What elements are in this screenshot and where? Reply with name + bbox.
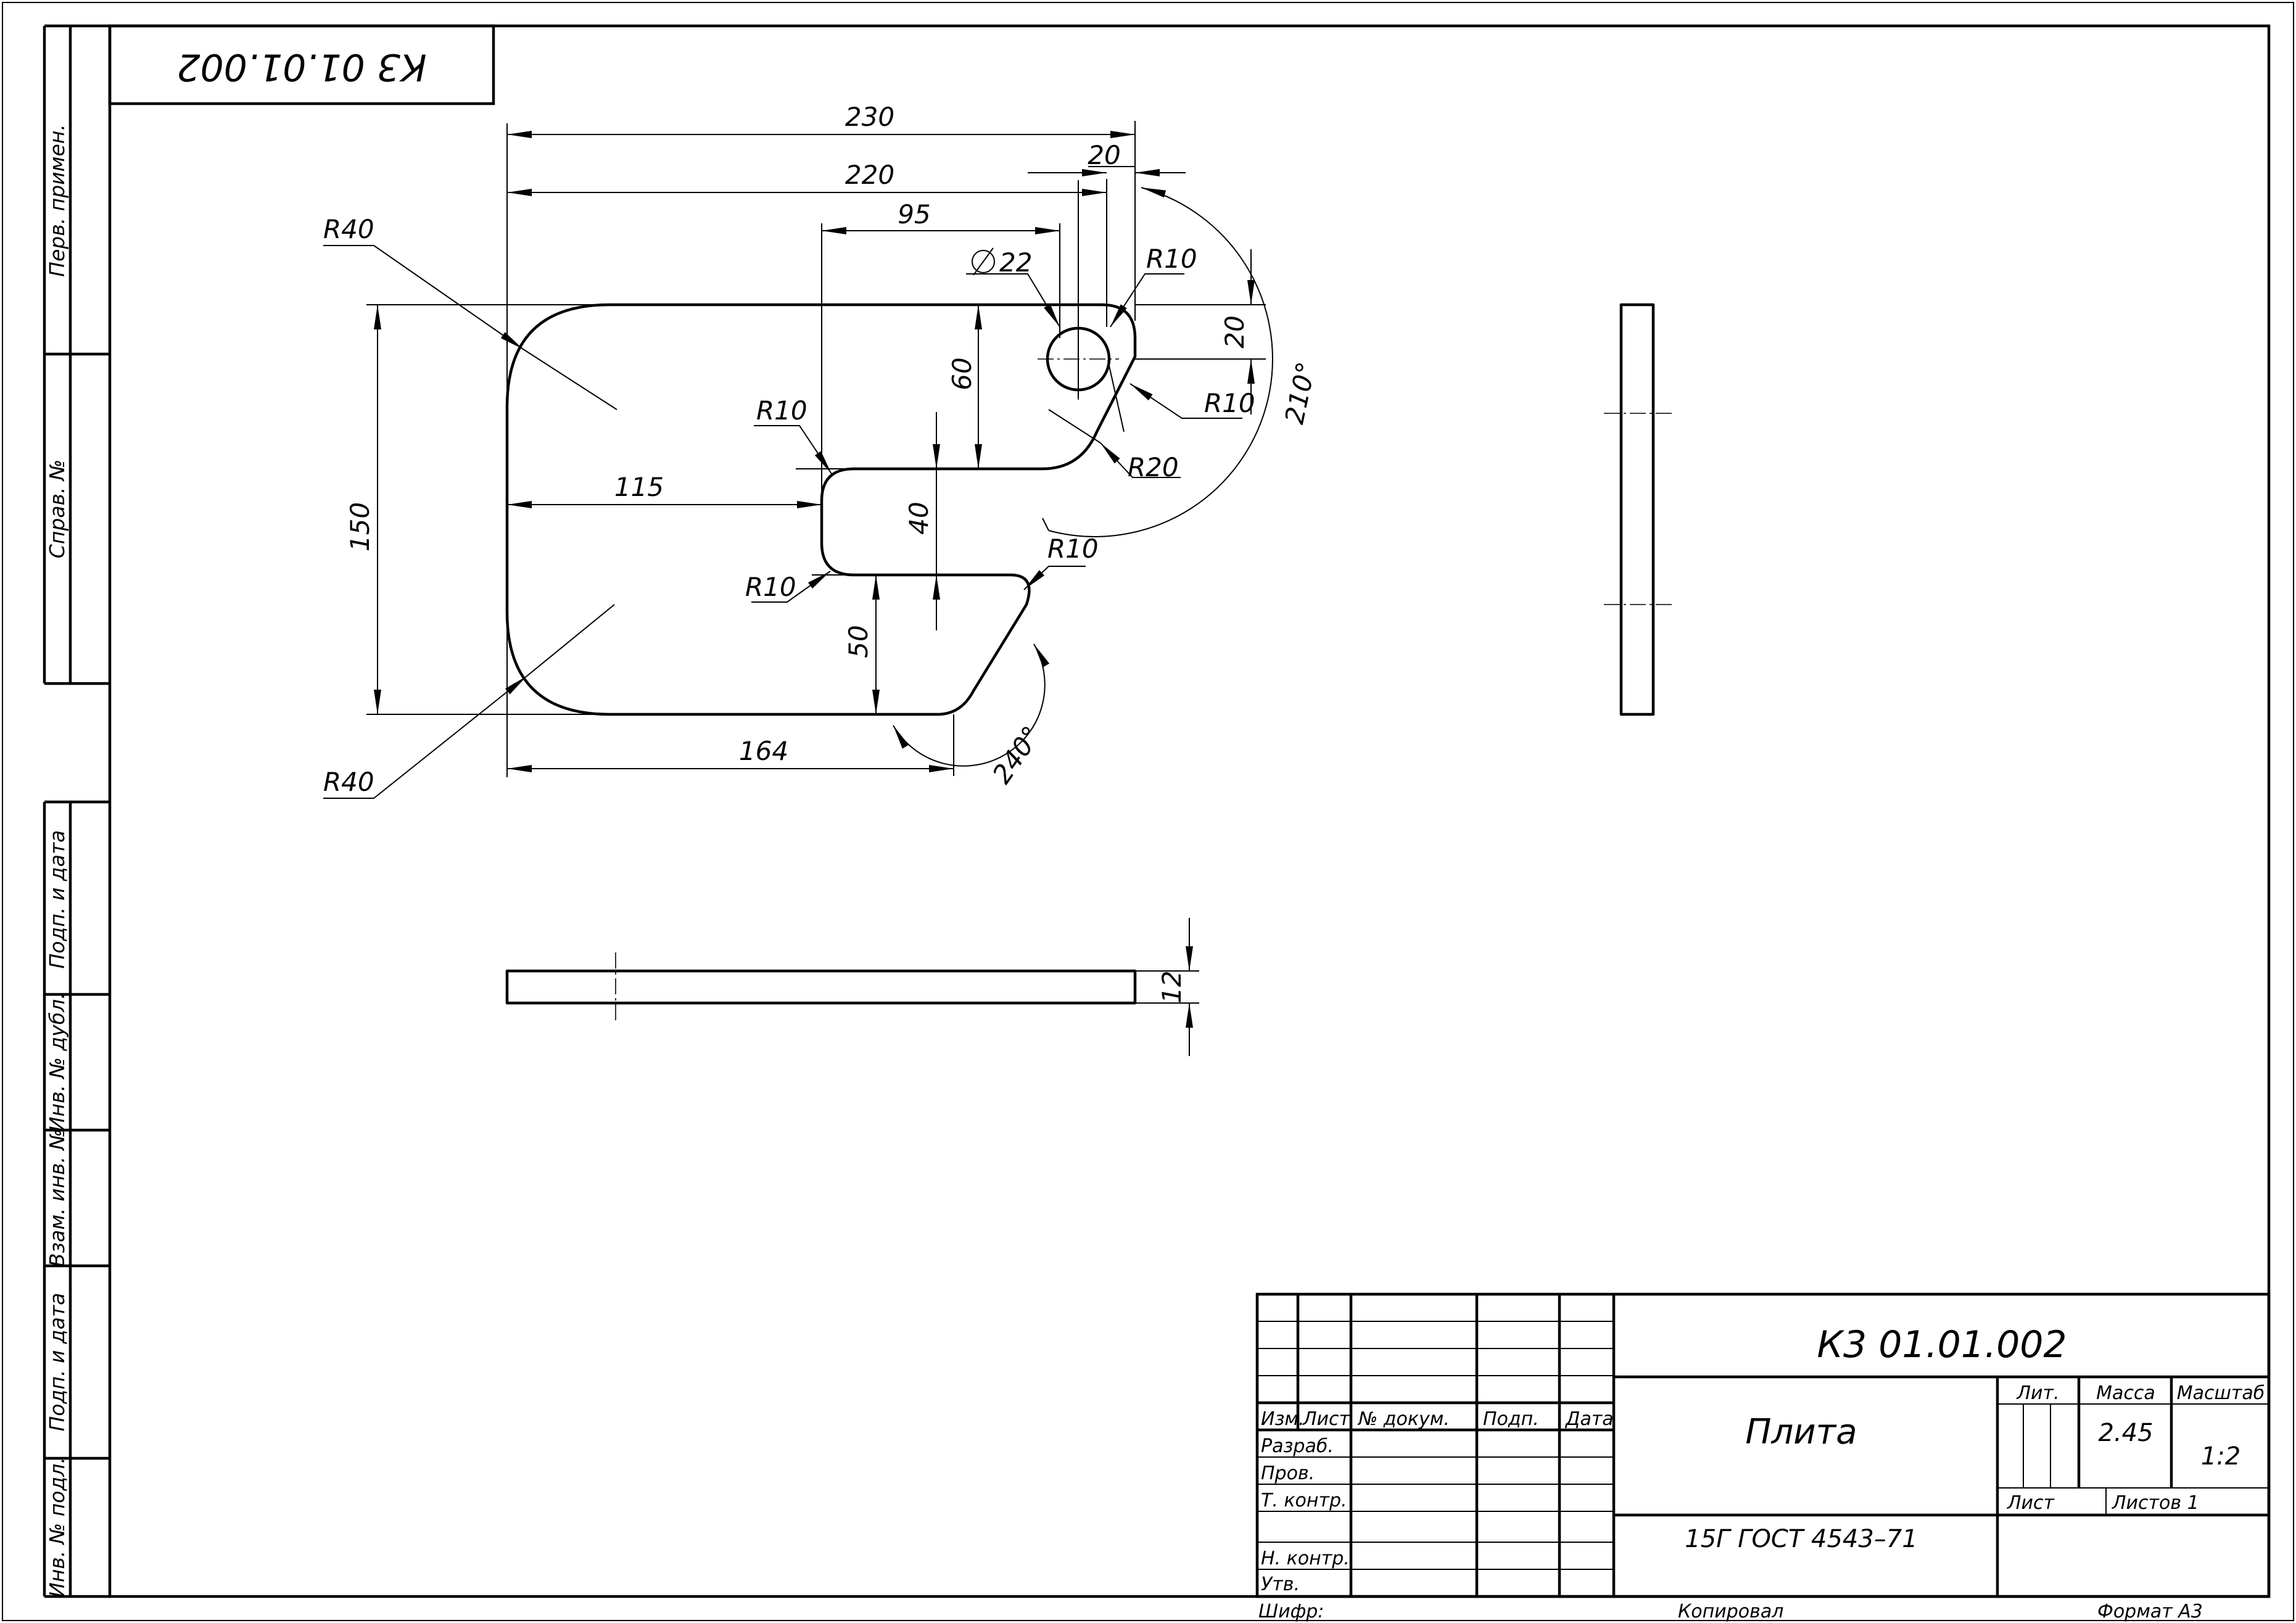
tb-col-list: Лист — [1302, 1408, 1351, 1430]
side-view-plate — [1619, 303, 1655, 716]
dim-40: 40 — [904, 502, 934, 534]
tb-row-tkontr: Т. контр. — [1261, 1490, 1347, 1511]
dim-60: 60 — [947, 357, 977, 390]
bottom-format: Формат А3 — [2097, 1601, 2203, 1622]
title-block — [1255, 1292, 2271, 1598]
tb-col-data: Дата — [1564, 1408, 1614, 1430]
tb-mashtab-label: Масштаб — [2177, 1382, 2265, 1404]
tb-mashtab-value: 1:2 — [2201, 1442, 2240, 1471]
left-margin-strip — [43, 24, 110, 1598]
side-label-inv-dubl: Инв. № дубл. — [45, 993, 69, 1132]
dim-12: 12 — [1157, 970, 1187, 1003]
side-label-vzam-inv: Взам. инв. № — [45, 1129, 69, 1267]
dim-r10-right: R10 — [1204, 388, 1255, 418]
side-label-perv-primen: Перв. примен. — [45, 124, 69, 277]
tb-listov-label: Листов 1 — [2112, 1492, 2199, 1514]
dim-230: 230 — [845, 102, 894, 132]
tb-massa-label: Масса — [2096, 1382, 2155, 1404]
dim-115: 115 — [614, 472, 664, 502]
dim-20-right: 20 — [1220, 315, 1250, 348]
dim-50: 50 — [843, 625, 873, 658]
tb-col-izm: Изм. — [1261, 1408, 1305, 1430]
tb-drawing-code: К3 01.01.002 — [1817, 1323, 2067, 1366]
dimension-lines — [323, 121, 1273, 799]
dim-r10-hole-corner: R10 — [1146, 244, 1197, 274]
bottom-view-plate — [505, 969, 1137, 1005]
top-stamp-code: К3 01.01.002 — [176, 45, 426, 88]
tb-list-label: Лист — [2007, 1492, 2055, 1514]
tb-row-nkontr: Н. контр. — [1261, 1548, 1350, 1569]
tb-col-podp: Подп. — [1483, 1408, 1539, 1430]
dim-220: 220 — [845, 160, 894, 190]
dim-r10-slot-top: R10 — [756, 395, 807, 426]
dim-r10-slot-bottom: R10 — [745, 572, 796, 602]
dim-20-top: 20 — [1088, 140, 1120, 170]
tb-row-razrab: Разраб. — [1261, 1435, 1334, 1457]
top-stamp-box — [108, 24, 495, 105]
tb-lit-label: Лит. — [2016, 1382, 2059, 1404]
side-label-inv-podl: Инв. № подл. — [45, 1457, 69, 1598]
dim-r40-bottom: R40 — [323, 767, 374, 797]
dim-dia-22-value: 22 — [999, 247, 1032, 278]
dim-diameter-22: 22 — [972, 247, 1032, 278]
drawing-frame — [108, 24, 2271, 1598]
tb-row-utv: Утв. — [1261, 1574, 1300, 1595]
dim-r20: R20 — [1128, 452, 1179, 482]
dim-150: 150 — [345, 502, 375, 551]
bottom-shifr: Шифр: — [1258, 1601, 1324, 1622]
side-label-sprav-no: Справ. № — [45, 460, 69, 559]
dim-angle-240: 240° — [986, 721, 1047, 789]
side-label-podp-data-bottom: Подп. и дата — [45, 1293, 69, 1432]
dim-95: 95 — [898, 199, 930, 229]
bottom-kopiroval: Копировал — [1678, 1601, 1783, 1622]
side-label-podp-data-top: Подп. и дата — [45, 830, 69, 969]
dim-r40-top: R40 — [323, 214, 374, 244]
tb-part-name: Плита — [1745, 1412, 1857, 1452]
dim-angle-210: 210° — [1279, 359, 1321, 426]
tb-material: 15Г ГОСТ 4543–71 — [1685, 1525, 1917, 1553]
tb-row-prov: Пров. — [1261, 1463, 1315, 1484]
tb-col-doc: № докум. — [1357, 1408, 1450, 1430]
dim-r10-notch: R10 — [1047, 534, 1099, 564]
dim-12-lines — [1135, 918, 1199, 1056]
tb-massa-value: 2.45 — [2098, 1419, 2153, 1447]
dim-164: 164 — [739, 736, 788, 766]
